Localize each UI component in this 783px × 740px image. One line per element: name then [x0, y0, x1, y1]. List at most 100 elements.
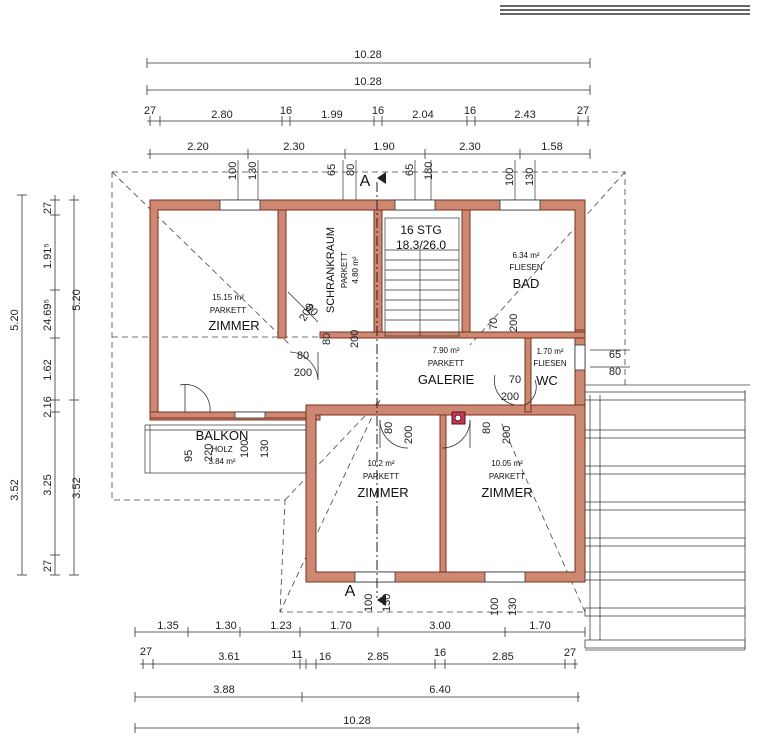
dim-left-5: 2.16 [42, 396, 54, 417]
balkon-floor: HOLZ [211, 445, 232, 454]
dim-bot-r1-2: 1.30 [215, 620, 236, 632]
dim-bot-r3-1: 3.88 [213, 684, 234, 696]
window-marks-top [237, 160, 536, 200]
door3-w: 70 [488, 318, 500, 330]
wm-1: 100 [227, 162, 239, 180]
dim-top-total-1: 10.28 [354, 49, 382, 61]
zimmer-mid-area: 10.2 m² [367, 459, 394, 468]
dim-left-outer-2: 3.52 [9, 479, 21, 500]
dim-top-r3-1: 27 [144, 105, 156, 117]
dim-top-r3-4: 1.99 [321, 109, 342, 121]
dim-top-r3-7: 16 [464, 105, 476, 117]
dim-top-total-2: 10.28 [354, 76, 382, 88]
walls [149, 199, 586, 583]
dim-left-7: 27 [42, 560, 54, 572]
bad-name: BAD [513, 276, 540, 291]
dim-bot-r1-1: 1.35 [157, 620, 178, 632]
wm-6: 180 [423, 162, 435, 180]
wm-4: 80 [345, 164, 357, 176]
dim-bot-r3-2: 6.40 [429, 684, 450, 696]
balkon-name: BALKON [196, 428, 249, 443]
zimmer-mid-floor: PARKETT [363, 472, 399, 481]
schrankraum-floor: PARKETT [340, 252, 349, 288]
dim-bot-r1-5: 3.00 [429, 620, 450, 632]
section-label-top: A [360, 173, 371, 190]
dim-top-r4-2: 2.30 [283, 141, 304, 153]
dim-left-right-2: 3.52 [71, 477, 83, 498]
balkon-win-1: 100 [239, 440, 251, 458]
door1-h: 200 [294, 367, 312, 379]
wc-name: WC [536, 373, 558, 388]
door4-w: 70 [509, 374, 521, 386]
dim-left-6: 3.25 [42, 474, 54, 495]
zimmer-right-name: ZIMMER [481, 485, 532, 500]
door3-h: 200 [508, 314, 520, 332]
door5-w: 80 [383, 422, 395, 434]
dim-bot-r2-6: 16 [434, 647, 446, 659]
balkon-dim-1: 95 [183, 450, 195, 462]
wm-3: 65 [326, 164, 338, 176]
dim-right-2: 80 [609, 366, 621, 378]
bottom-win-right-1: 100 [489, 598, 501, 616]
staircase [384, 217, 460, 337]
door4-h: 200 [501, 391, 519, 403]
dim-top-r3-3: 16 [280, 105, 292, 117]
bad-floor: FLIESEN [509, 263, 543, 272]
schrankraum-area: 4.80 m² [351, 256, 360, 283]
dim-bot-r2-7: 2.85 [492, 651, 513, 663]
dim-top-r3-9: 27 [577, 105, 589, 117]
dim-bot-r1-4: 1.70 [330, 620, 351, 632]
balkon-dim-2: 220 [203, 444, 215, 462]
balkon-win-2: 130 [259, 440, 271, 458]
zimmer-left-area: 15.15 m² [212, 293, 244, 302]
wm-5: 65 [404, 164, 416, 176]
wm-8: 130 [524, 168, 536, 186]
dim-top-r3-5: 16 [372, 105, 384, 117]
top-dimensions [147, 62, 590, 155]
door5-h: 200 [403, 426, 415, 444]
galerie-floor: PARKETT [428, 359, 464, 368]
dim-top-r4-5: 1.58 [541, 141, 562, 153]
dim-left-2: 1.91⁵ [42, 243, 54, 269]
balkon-area: 3.84 m² [208, 457, 235, 466]
dim-top-r3-6: 2.04 [412, 109, 433, 121]
dim-left-3: 24.69⁵ [42, 299, 54, 331]
zimmer-right-area: 10.05 m² [491, 459, 523, 468]
bottom-win-mid-1: 100 [363, 594, 375, 612]
dim-bot-r1-3: 1.23 [270, 620, 291, 632]
zimmer-right-floor: PARKETT [489, 472, 525, 481]
door6-w: 80 [481, 422, 493, 434]
dim-top-r3-2: 2.80 [211, 109, 232, 121]
dim-bot-r2-5: 2.85 [367, 651, 388, 663]
bad-area: 6.34 m² [512, 251, 539, 260]
schrankraum-name: SCHRANKRAUM [325, 227, 337, 313]
section-arrow-top-icon [377, 172, 386, 184]
wm-7: 100 [504, 168, 516, 186]
stairs-count: 16 STG [400, 223, 441, 237]
wc-floor: FLIESEN [533, 359, 567, 368]
dim-top-r4-4: 2.30 [459, 141, 480, 153]
dim-top-r4-1: 2.20 [187, 141, 208, 153]
galerie-name: GALERIE [418, 372, 475, 387]
title-block-fragment [500, 5, 750, 15]
door2-w: 80 [321, 333, 333, 345]
zimmer-left-name: ZIMMER [208, 318, 259, 333]
right-small-dim [590, 349, 630, 368]
dim-bot-r2-1: 27 [140, 646, 152, 658]
dim-left-outer-1: 5.20 [9, 309, 21, 330]
section-arrow-bottom-icon [377, 594, 386, 606]
dim-right-1: 65 [609, 349, 621, 361]
dim-bot-r2-2: 3.61 [218, 651, 239, 663]
door1-w: 80 [297, 350, 309, 362]
dim-bot-r2-4: 16 [319, 651, 331, 663]
dim-left-right-1: 5.20 [71, 289, 83, 310]
dim-left-1: 27 [42, 202, 54, 214]
bottom-dimensions [134, 627, 586, 733]
windows [219, 199, 586, 583]
dim-top-r4-3: 1.90 [373, 141, 394, 153]
chimney-flue-icon [454, 414, 462, 422]
top-dim-ticks [146, 58, 591, 159]
dim-left-4: 1.62 [42, 359, 54, 380]
dim-bot-r1-6: 1.70 [529, 620, 550, 632]
